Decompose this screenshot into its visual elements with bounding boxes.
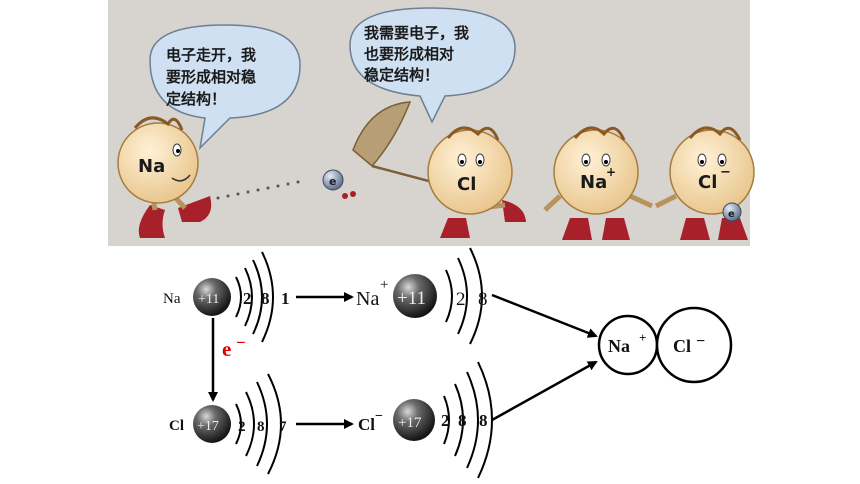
na-ion-character-label: Na [580, 172, 607, 193]
product-anion-circle [655, 306, 733, 384]
speech-bubble-cl: 我需要电子，我 也要形成相对 稳定结构！ [349, 7, 516, 124]
na-ion-character: Na + [543, 126, 654, 240]
electron-char-label: e [329, 175, 336, 188]
bubble-cl-line-3: 稳定结构！ [364, 66, 439, 84]
cl-ion-nucleus [393, 399, 435, 441]
na-character-label: Na [138, 156, 165, 177]
cl-ion-shell-2: 8 [458, 411, 467, 430]
speech-bubble-na: 电子走开，我 要形成相对稳 定结构！ [149, 24, 301, 151]
bubble-cl-line-2: 也要形成相对 [364, 45, 454, 63]
na-ion-nucleus [393, 274, 437, 318]
bubble-cl-line-1: 我需要电子，我 [364, 24, 469, 42]
na-ion-nucleus-charge: +11 [397, 288, 426, 309]
na-atom-shell-3: 1 [281, 289, 290, 308]
na-atom: Na +11 2 8 1 [163, 251, 290, 343]
na-ion: Na + +11 2 8 [356, 247, 488, 345]
cl-atom-nucleus-charge: +17 [197, 419, 219, 434]
cl-ion-character: Cl − e [654, 126, 755, 240]
na-ion-shell-1: 2 [456, 289, 466, 310]
product-cation-charge: + [639, 330, 646, 345]
cl-character: Cl [427, 126, 526, 238]
bubble-na-line-2: 要形成相对稳 [166, 68, 256, 86]
arrow-na-ion-to-product [491, 293, 598, 338]
electron-transfer-label: e [222, 337, 231, 361]
product-cation-symbol: Na [608, 336, 630, 356]
cl-atom-symbol: Cl [169, 418, 184, 434]
na-character: Na [117, 116, 212, 238]
na-atom-nucleus-charge: +11 [198, 292, 219, 307]
na-ion-symbol: Na [356, 288, 379, 310]
electron-transfer-sign: − [236, 333, 246, 352]
product-anion-symbol: Cl [673, 336, 691, 356]
bubble-na-line-3: 定结构！ [166, 90, 226, 108]
motion-dots [216, 180, 300, 200]
cl-atom-shell-2: 8 [257, 419, 265, 435]
cl-atom-shell-1: 2 [238, 419, 246, 435]
cl-ion-nucleus-charge: +17 [398, 415, 422, 431]
cl-ion-character-label: Cl [698, 172, 717, 193]
na-ion-charge: + [380, 277, 388, 293]
cl-atom-shells [235, 373, 282, 475]
na-atom-shell-2: 8 [261, 289, 270, 308]
flying-electron: e [322, 169, 356, 199]
na-atom-symbol: Na [163, 291, 181, 307]
cl-character-label: Cl [457, 174, 476, 195]
cl-ion: Cl − +17 2 8 8 [358, 361, 493, 479]
cl-atom-shell-3: 7 [279, 419, 287, 435]
electron-transfer-diagram: Na +11 2 8 1 Na + +11 [163, 247, 733, 479]
na-ion-shell-2: 8 [478, 289, 488, 310]
cl-ion-shell-1: 2 [441, 411, 450, 430]
cl-ion-charge: − [375, 409, 383, 424]
arrow-cl-ion-to-product [491, 360, 598, 422]
na-ion-character-charge: + [606, 165, 616, 179]
bubble-na-line-1: 电子走开，我 [166, 46, 256, 64]
held-electron-label: e [728, 209, 735, 220]
na-ion-shells [445, 247, 483, 345]
product-anion-charge: − [696, 333, 705, 350]
cl-ion-character-charge: − [720, 165, 731, 180]
cl-atom-nucleus [193, 405, 231, 443]
na-atom-nucleus [193, 278, 231, 316]
cl-ion-shell-3: 8 [479, 411, 488, 430]
na-atom-shell-1: 2 [243, 289, 252, 308]
ionic-compound: Na + Cl − [597, 306, 733, 384]
cl-atom: Cl +17 2 8 7 [169, 373, 287, 475]
cartoon-panel: 电子走开，我 要形成相对稳 定结构！ 我需要电子，我 也要形成相对 稳定结构！ … [108, 0, 755, 246]
na-atom-shells [235, 251, 274, 343]
cl-ion-symbol: Cl [358, 415, 375, 434]
